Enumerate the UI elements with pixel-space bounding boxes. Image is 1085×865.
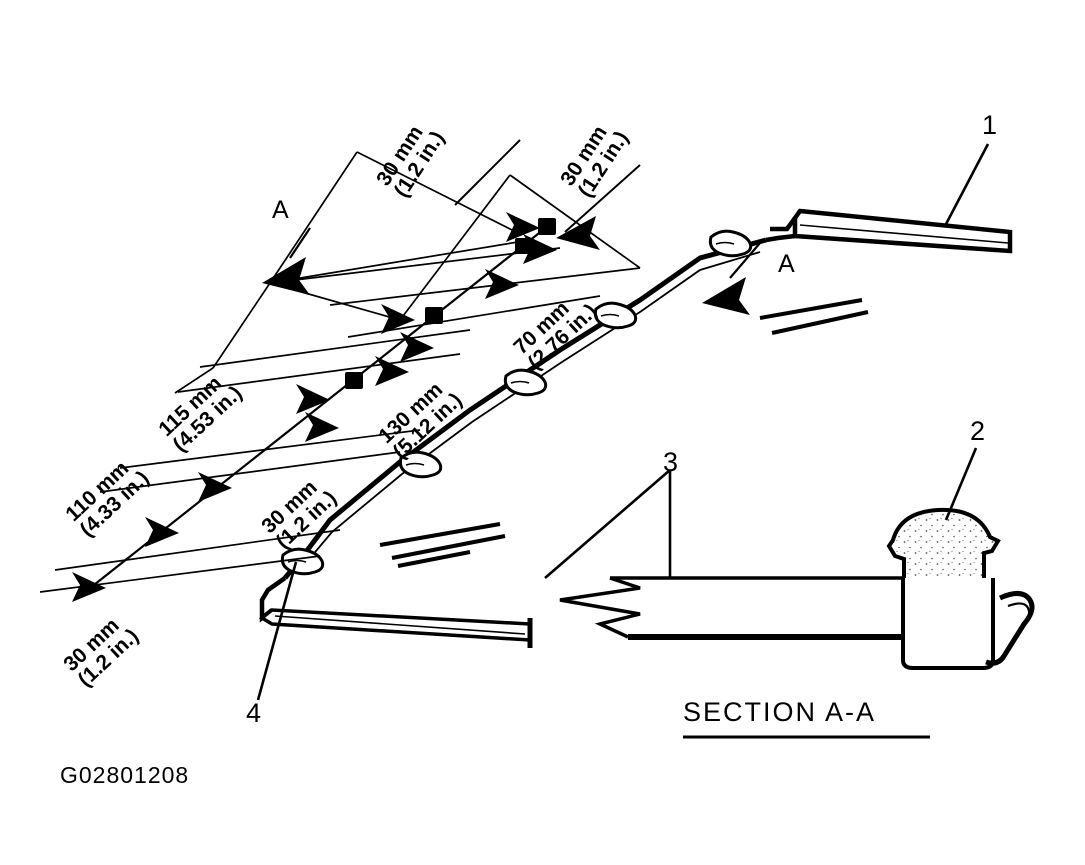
section-mark-label-right: A [778,250,795,278]
dim-leader-top-left [454,139,521,206]
section-title: SECTION A-A [683,697,877,727]
dimension-arrowheads [72,212,557,602]
callout-label-4: 4 [246,698,262,728]
callout-3-leader [544,469,672,579]
callout-2-leader [944,447,978,521]
lower-bracket-part4 [258,576,533,648]
section-mark-right [729,242,761,279]
section-mark-right-head [702,277,750,315]
callout-label-3: 3 [663,447,679,477]
section-mark-left-head [262,257,310,295]
rail-clips [280,229,753,576]
section-mark-left [289,227,311,259]
section-mark-label-left: A [272,196,289,224]
section-clip-part2 [886,507,1035,670]
dim-leader-top-right-head [556,216,600,250]
surface-hatch-left [379,522,506,568]
dim-leader-top-right [564,164,641,233]
surface-hatch-right [759,298,869,335]
dimension-network [39,151,641,593]
inclined-rail [283,237,767,580]
drawing-code: G02801208 [60,762,190,788]
upper-rail-part1 [765,208,1013,254]
dimension-node-markers [345,218,556,389]
callout-4-leader [256,561,298,701]
callout-1-leader [943,143,990,227]
callout-label-1: 1 [982,110,998,140]
callout-label-2: 2 [970,416,986,446]
